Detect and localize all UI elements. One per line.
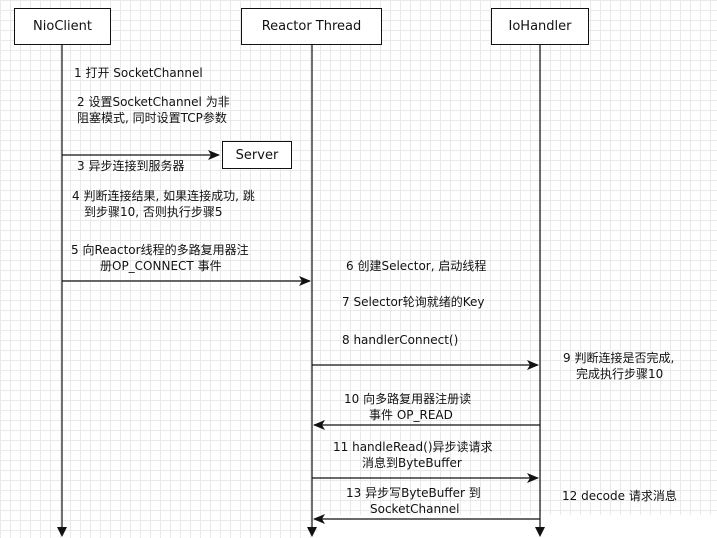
step-7-label: 7 Selector轮询就绪的Key (342, 295, 485, 309)
client-lifeline-end (57, 527, 67, 537)
step-3-label: 3 异步连接到服务器 (77, 159, 185, 173)
step-9-label-line2: 完成执行步骤10 (576, 367, 664, 381)
step-11-label-line2: 消息到ByteBuffer (362, 456, 462, 470)
step-8-label: 8 handlerConnect() (342, 333, 459, 347)
step-9-label-line1: 9 判断连接是否完成, (563, 351, 675, 365)
step-2-label-line2: 阻塞模式, 同时设置TCP参数 (77, 111, 227, 125)
step-5-label-line2: 册OP_CONNECT 事件 (100, 259, 222, 273)
step-10-label-line2: 事件 OP_READ (369, 408, 453, 422)
step-5-label-line1: 5 向Reactor线程的多路复用器注 (71, 243, 249, 257)
step-4-label-line1: 4 判断连接结果, 如果连接成功, 跳 (72, 189, 255, 203)
step-13-label-line1: 13 异步写ByteBuffer 到 (346, 486, 481, 500)
step-11-label-line1: 11 handleRead()异步读请求 (333, 440, 493, 454)
server-box: Server (222, 141, 292, 169)
step-1-label: 1 打开 SocketChannel (74, 66, 203, 80)
step-13-label-line2: SocketChannel (370, 502, 460, 516)
step-6-label: 6 创建Selector, 启动线程 (346, 259, 487, 273)
step-10-label-line1: 10 向多路复用器注册读 (344, 392, 472, 406)
handler-lifeline-end (535, 527, 545, 537)
participant-reactor: Reactor Thread (241, 8, 382, 45)
participant-handler: IoHandler (491, 8, 589, 45)
participant-client: NioClient (14, 8, 111, 45)
step-2-label-line1: 2 设置SocketChannel 为非 (77, 95, 230, 109)
reactor-lifeline-end (307, 527, 317, 537)
step-12-label: 12 decode 请求消息 (562, 489, 677, 503)
step-4-label-line2: 到步骤10, 否则执行步骤5 (84, 205, 223, 219)
